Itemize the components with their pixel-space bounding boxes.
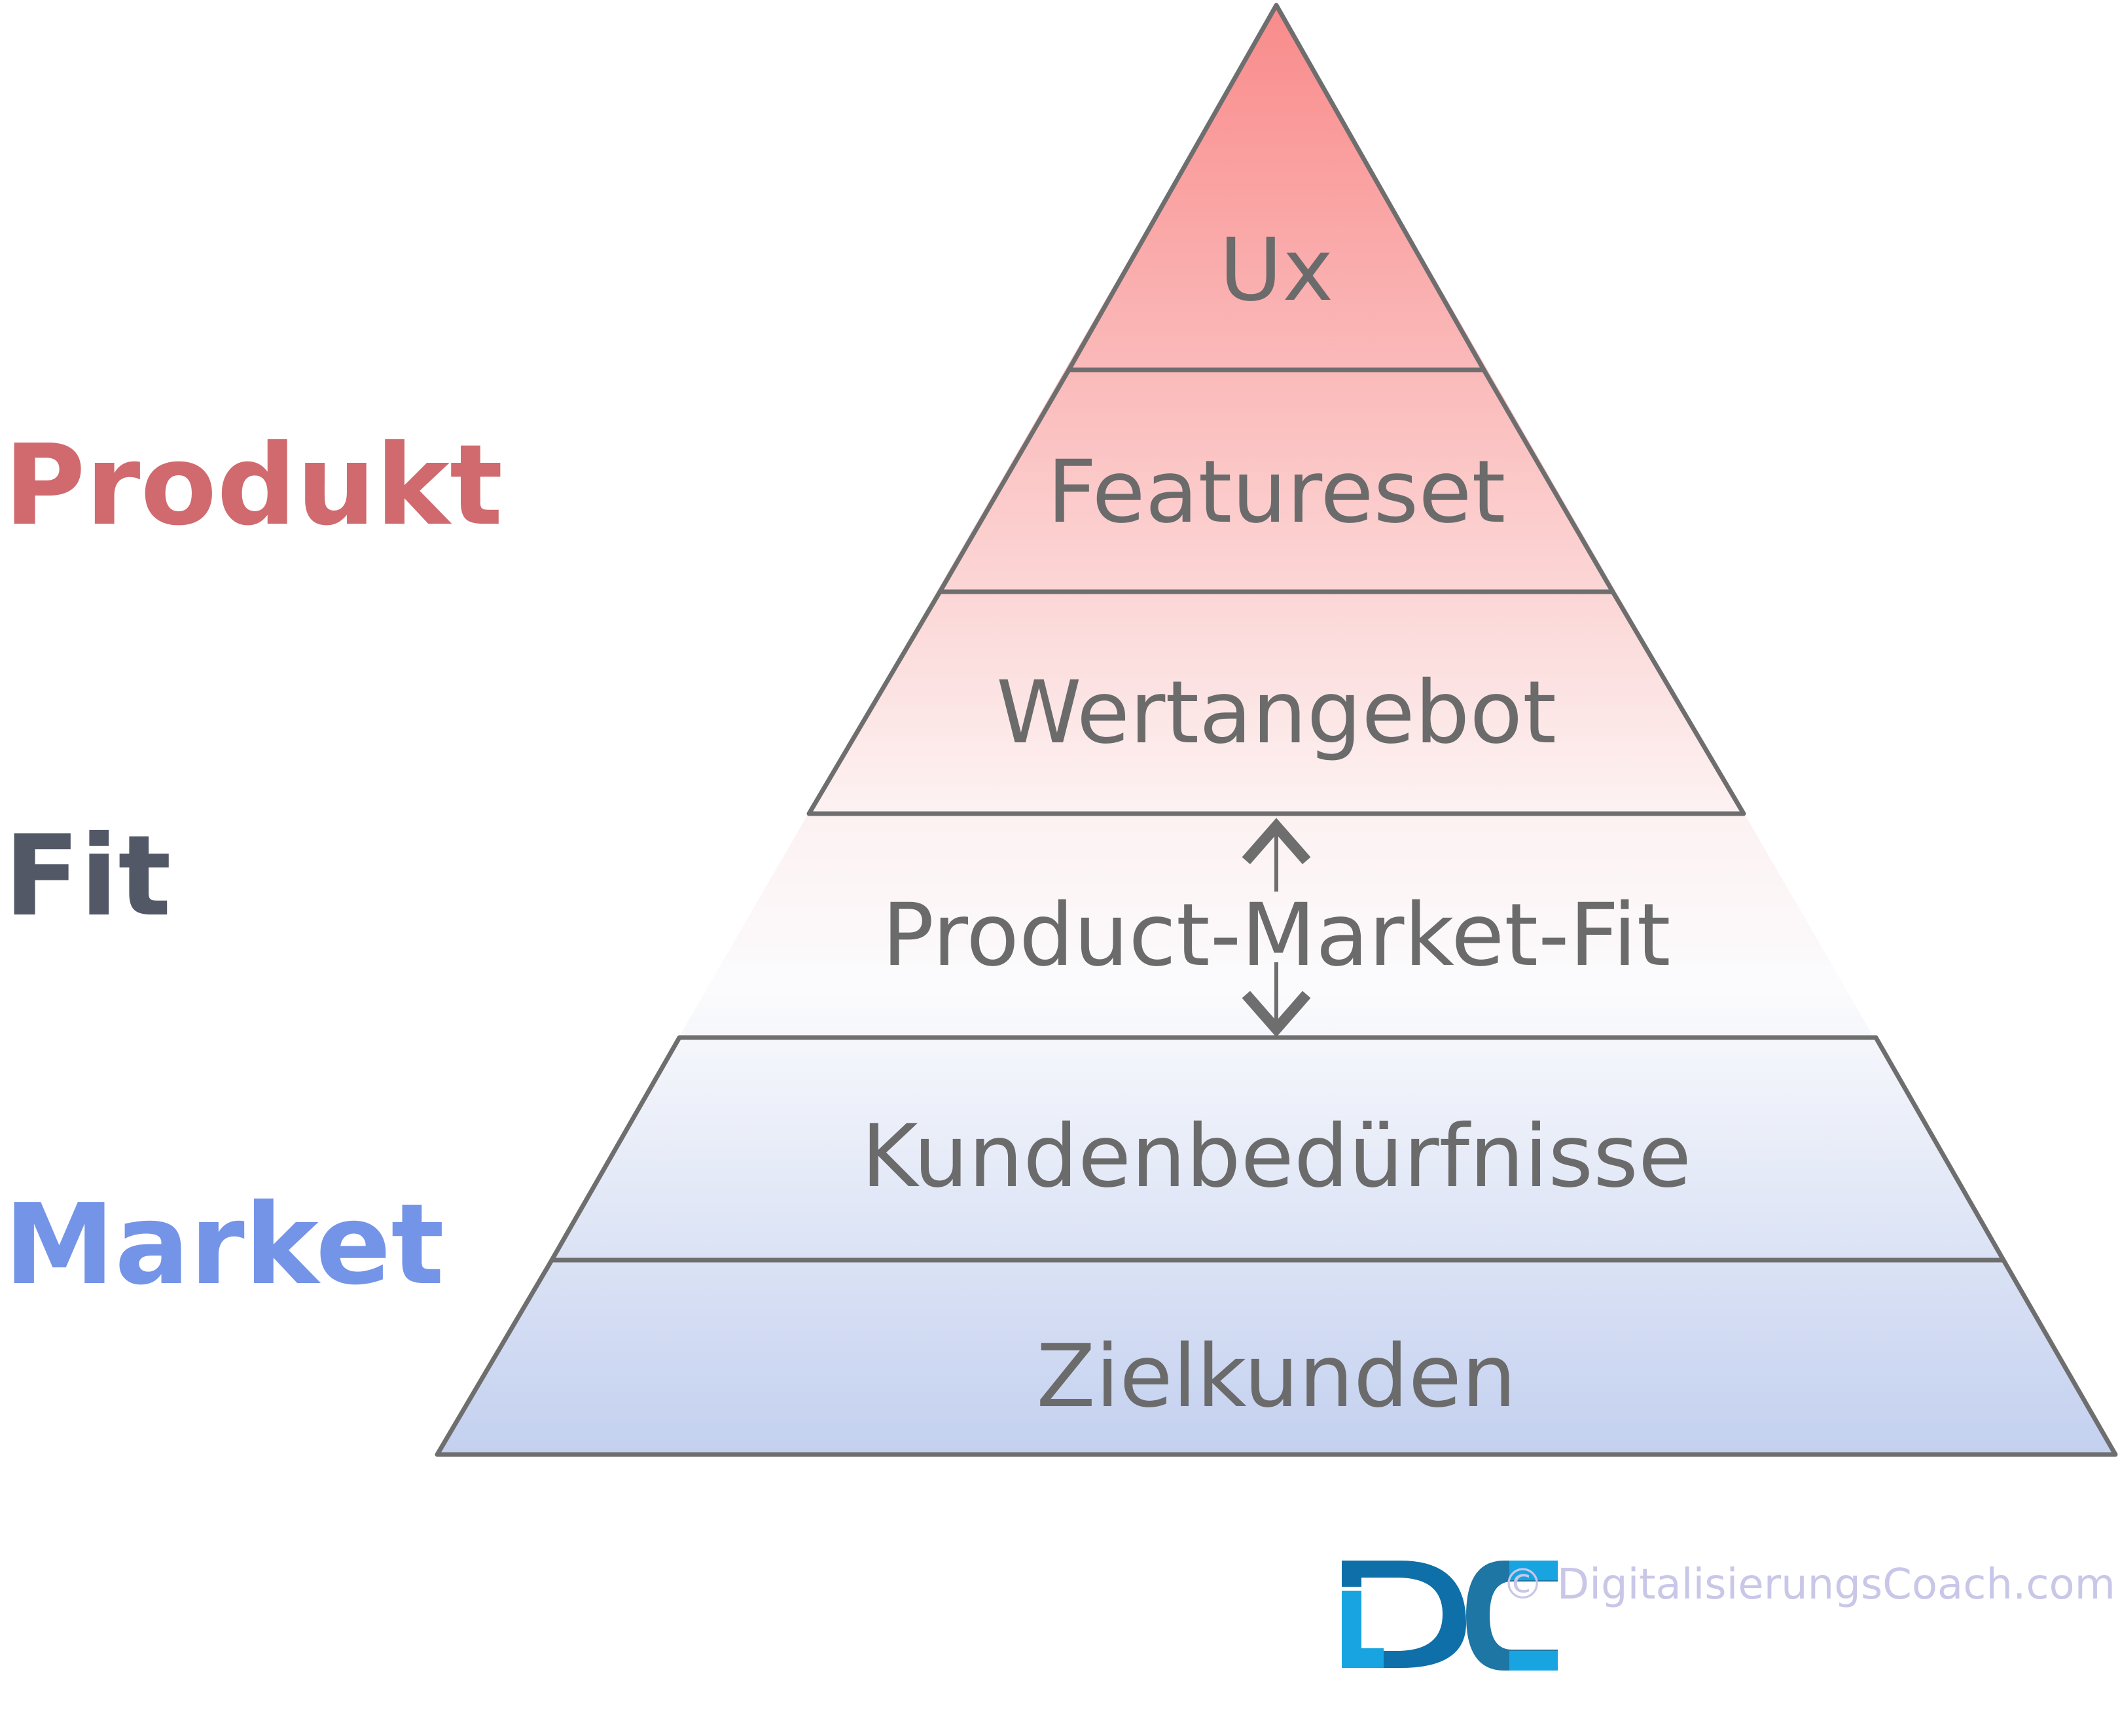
- side-label-produkt: Produkt: [4, 421, 503, 551]
- layer-label-featureset: Featureset: [1047, 442, 1506, 543]
- layer-label-wertangebot: Wertangebot: [996, 662, 1556, 763]
- side-label-fit: Fit: [4, 812, 171, 941]
- layer-label-zielkunden: Zielkunden: [1036, 1326, 1516, 1427]
- pyramid-layer-wertangebot-outline: [806, 589, 1746, 816]
- dc-logo: [1342, 1561, 1558, 1671]
- copyright-text: © DigitalisierungsCoach.com: [1502, 1561, 2115, 1609]
- layer-label-ux: Ux: [1219, 220, 1334, 321]
- pyramid-layer-zielkunden-outline: [435, 1257, 2118, 1457]
- layer-label-kundenbeduerfnisse: Kundenbedürfnisse: [861, 1106, 1691, 1207]
- side-label-market: Market: [4, 1180, 444, 1310]
- pyramid-fill: [437, 5, 2115, 1455]
